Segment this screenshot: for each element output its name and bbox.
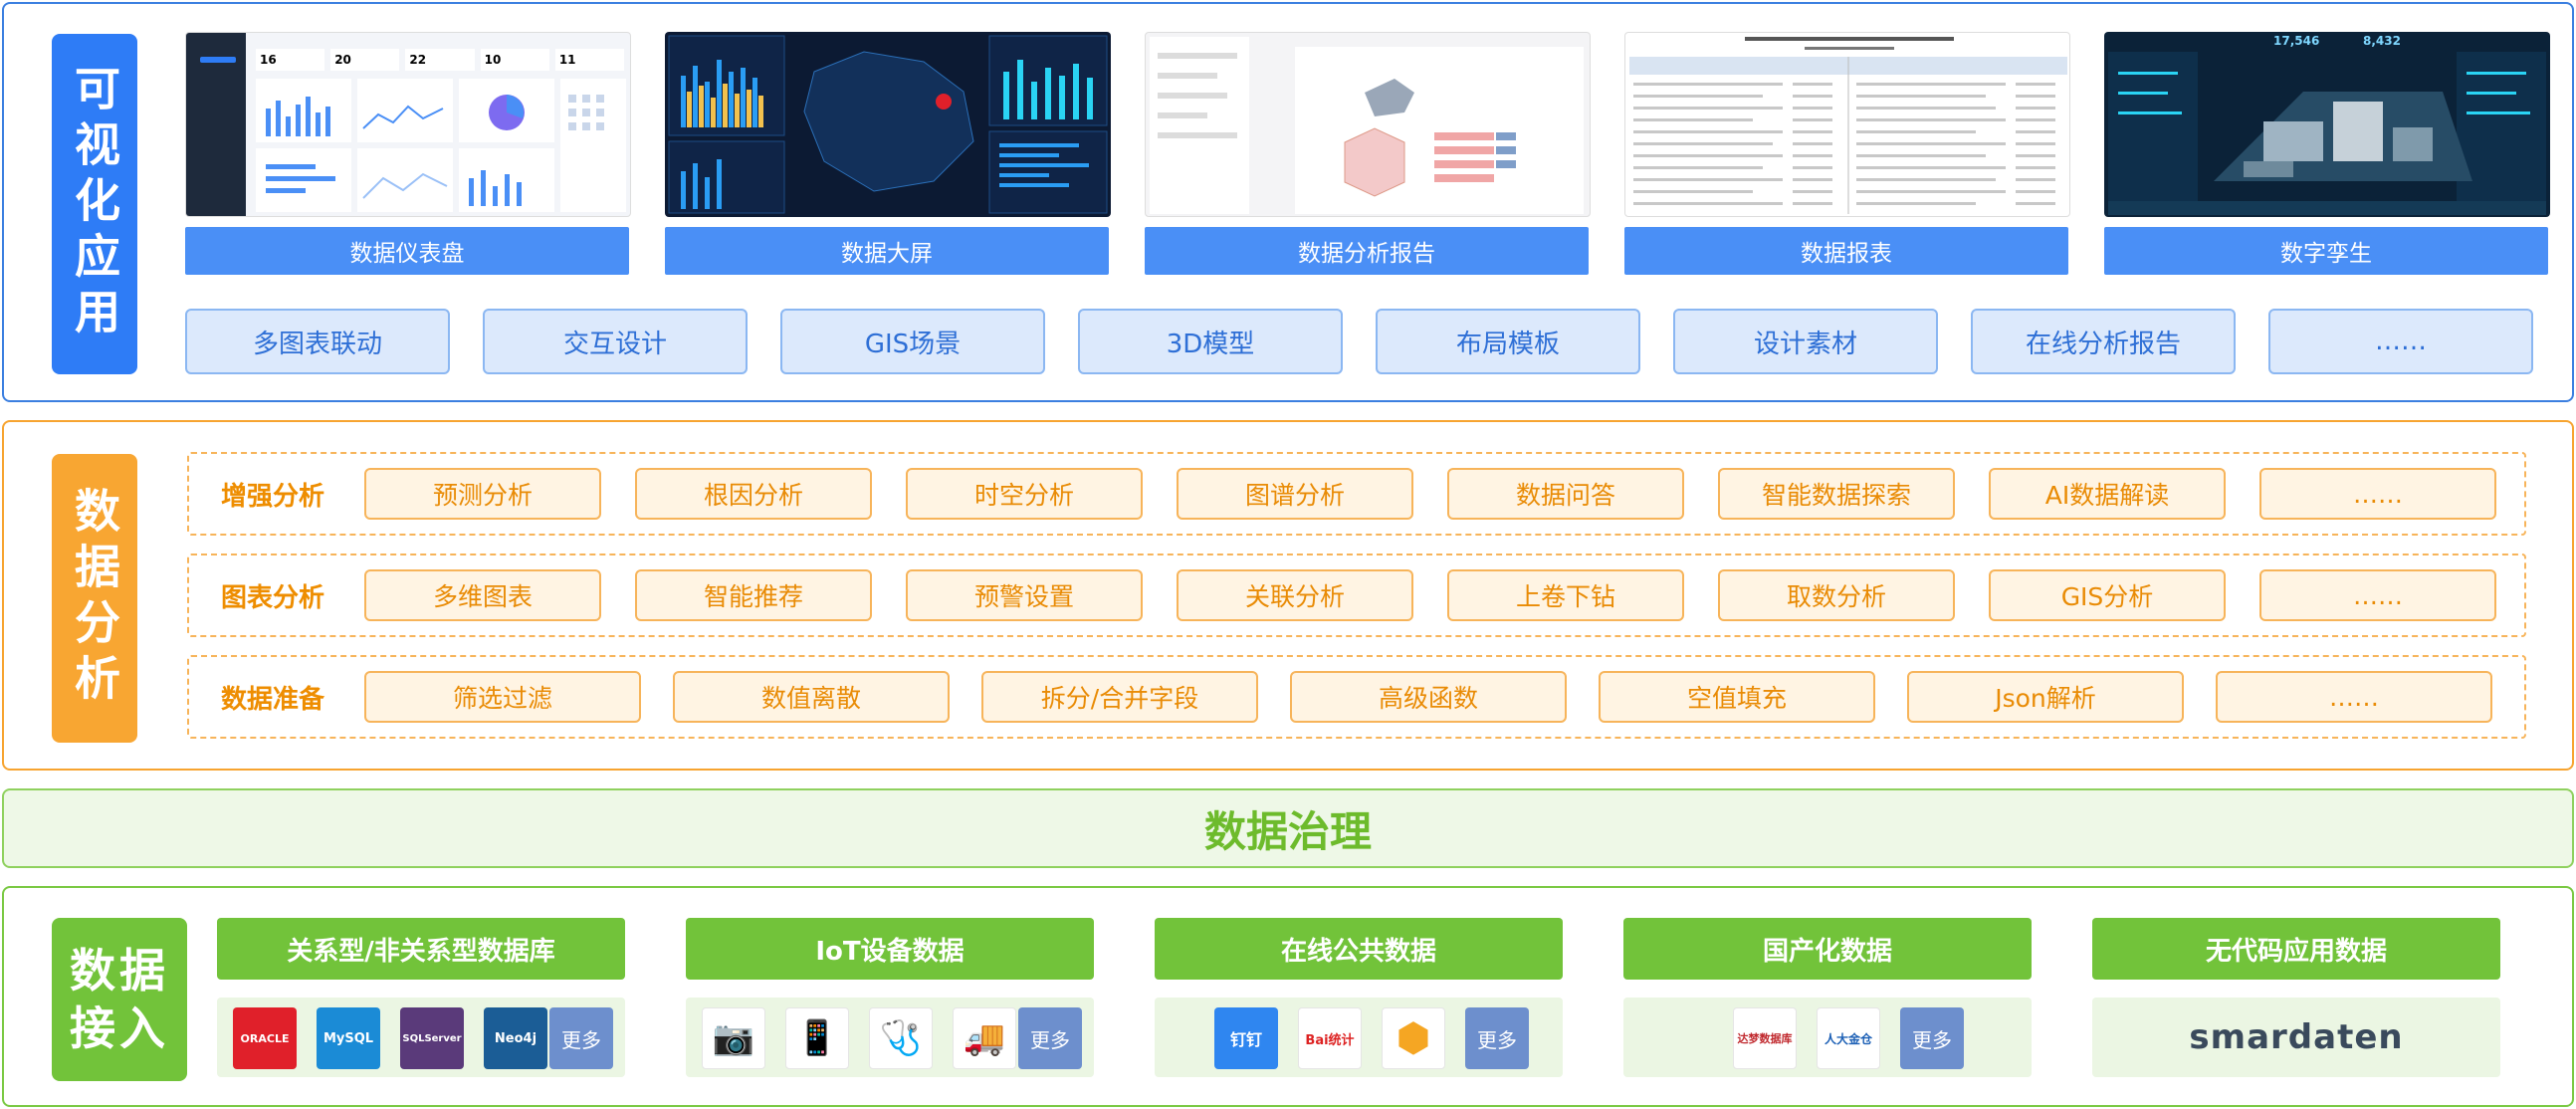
chip-filter[interactable]: 筛选过滤 [364, 671, 641, 723]
dashboard-caption[interactable]: 数据仪表盘 [185, 227, 629, 275]
feature-online-report[interactable]: 在线分析报告 [1971, 309, 2236, 374]
data-access-label: 数据接入 [52, 918, 187, 1081]
visualization-label: 可视化应用 [52, 34, 137, 374]
chip-data-fetch-analysis[interactable]: 取数分析 [1718, 569, 1955, 621]
data-access-section: 数据接入 关系型/非关系型数据库 ORACLE MySQL SQLServer … [2, 886, 2574, 1107]
chip-alert-settings[interactable]: 预警设置 [906, 569, 1143, 621]
report-table-preview [1629, 37, 2067, 214]
chip-ai-interpretation[interactable]: AI数据解读 [1989, 468, 2226, 520]
stat-card: 16 [256, 49, 325, 71]
analysis-section: 数据分析 增强分析 预测分析 根因分析 时空分析 图谱分析 数据问答 智能数据探… [2, 420, 2574, 771]
dashboard-thumbnail[interactable]: 16 20 22 10 11 [185, 32, 631, 217]
digital-twin-caption[interactable]: 数字孪生 [2104, 227, 2548, 275]
chip-root-cause-analysis[interactable]: 根因分析 [635, 468, 872, 520]
chip-graph-analysis[interactable]: 图谱分析 [1177, 468, 1413, 520]
oracle-icon[interactable]: ORACLE [233, 1007, 297, 1069]
chip-spatiotemporal-analysis[interactable]: 时空分析 [906, 468, 1143, 520]
stethoscope-icon[interactable]: 🩺 [869, 1007, 933, 1069]
more-button[interactable]: 更多 [1465, 1007, 1529, 1069]
truck-icon[interactable]: 🚚 [953, 1007, 1016, 1069]
chip-more[interactable]: …… [2216, 671, 2492, 723]
chip-json-parse[interactable]: Json解析 [1907, 671, 2184, 723]
chip-drill-down[interactable]: 上卷下钻 [1447, 569, 1684, 621]
chip-more[interactable]: …… [2259, 468, 2496, 520]
group-domestic-title: 国产化数据 [1623, 918, 2032, 980]
chip-gis-analysis[interactable]: GIS分析 [1989, 569, 2226, 621]
more-button[interactable]: 更多 [549, 1007, 613, 1069]
stat-card: 22 [405, 49, 475, 71]
group-iot-title: IoT设备数据 [686, 918, 1094, 980]
group-database-title: 关系型/非关系型数据库 [217, 918, 625, 980]
data-preparation-row: 数据准备 筛选过滤 数值离散 拆分/合并字段 高级函数 空值填充 Json解析 … [187, 655, 2526, 739]
group-domestic-icons: 达梦数据库 人大金仓 更多 [1623, 998, 2032, 1077]
big-screen-caption[interactable]: 数据大屏 [665, 227, 1109, 275]
more-button[interactable]: 更多 [1018, 1007, 1082, 1069]
chip-correlation-analysis[interactable]: 关联分析 [1177, 569, 1413, 621]
chip-discretization[interactable]: 数值离散 [673, 671, 950, 723]
chip-more[interactable]: …… [2259, 569, 2496, 621]
stat-card: 11 [554, 49, 625, 71]
group-public-title: 在线公共数据 [1155, 918, 1563, 980]
twin-stat: 17,546 [2273, 34, 2320, 48]
feature-gis-scene[interactable]: GIS场景 [780, 309, 1045, 374]
baidu-icon[interactable]: Bai统计 [1298, 1007, 1362, 1069]
row-label: 数据准备 [221, 684, 325, 715]
google-cloud-icon[interactable]: ⬢ [1382, 1007, 1445, 1069]
analysis-report-thumbnail[interactable] [1145, 32, 1591, 217]
chip-advanced-functions[interactable]: 高级函数 [1290, 671, 1567, 723]
chip-split-merge-fields[interactable]: 拆分/合并字段 [981, 671, 1258, 723]
stat-card: 10 [480, 49, 549, 71]
chip-smart-recommendation[interactable]: 智能推荐 [635, 569, 872, 621]
digital-twin-scene [2108, 52, 2546, 215]
chip-multidimensional-chart[interactable]: 多维图表 [364, 569, 601, 621]
row-label: 图表分析 [221, 582, 325, 613]
row-label: 增强分析 [221, 481, 325, 512]
feature-layout-template[interactable]: 布局模板 [1376, 309, 1640, 374]
report-table-thumbnail[interactable] [1624, 32, 2070, 217]
dingtalk-icon[interactable]: 钉钉 [1214, 1007, 1278, 1069]
chip-predictive-analysis[interactable]: 预测分析 [364, 468, 601, 520]
group-iot-icons: 📷 📱 🩺 🚚 更多 [686, 998, 1094, 1077]
chip-smart-exploration[interactable]: 智能数据探索 [1718, 468, 1955, 520]
dashboard-stats-row: 16 20 22 10 11 [256, 49, 625, 71]
dashboard-sidebar [186, 33, 246, 216]
dameng-icon[interactable]: 达梦数据库 [1733, 1007, 1797, 1069]
neo4j-icon[interactable]: Neo4j [484, 1007, 547, 1069]
phone-icon[interactable]: 📱 [785, 1007, 849, 1069]
stat-card: 20 [330, 49, 400, 71]
analysis-report-caption[interactable]: 数据分析报告 [1145, 227, 1589, 275]
more-button[interactable]: 更多 [1900, 1007, 1964, 1069]
camera-icon[interactable]: 📷 [702, 1007, 765, 1069]
feature-more[interactable]: …… [2268, 309, 2533, 374]
enhanced-analysis-row: 增强分析 预测分析 根因分析 时空分析 图谱分析 数据问答 智能数据探索 AI数… [187, 452, 2526, 536]
feature-design-assets[interactable]: 设计素材 [1673, 309, 1938, 374]
group-nocode-body: smardaten [2092, 998, 2500, 1077]
smardaten-logo: smardaten [2189, 1017, 2404, 1057]
feature-multi-chart-linkage[interactable]: 多图表联动 [185, 309, 450, 374]
twin-stat: 8,432 [2363, 34, 2401, 48]
sqlserver-icon[interactable]: SQLServer [400, 1007, 464, 1069]
group-nocode-title: 无代码应用数据 [2092, 918, 2500, 980]
report-table-caption[interactable]: 数据报表 [1624, 227, 2068, 275]
visualization-section: 可视化应用 16 20 22 10 11 数据仪表盘 [2, 2, 2574, 402]
sidebar-active-item [200, 57, 236, 63]
feature-3d-model[interactable]: 3D模型 [1078, 309, 1343, 374]
mysql-icon[interactable]: MySQL [317, 1007, 380, 1069]
group-public-icons: 钉钉 Bai统计 ⬢ 更多 [1155, 998, 1563, 1077]
feature-interaction-design[interactable]: 交互设计 [483, 309, 748, 374]
analysis-label: 数据分析 [52, 454, 137, 743]
chip-null-fill[interactable]: 空值填充 [1599, 671, 1875, 723]
kingbase-icon[interactable]: 人大金仓 [1817, 1007, 1880, 1069]
chart-analysis-row: 图表分析 多维图表 智能推荐 预警设置 关联分析 上卷下钻 取数分析 GIS分析… [187, 554, 2526, 637]
analysis-report-preview [1150, 37, 1584, 214]
governance-section: 数据治理 [2, 788, 2574, 868]
digital-twin-thumbnail[interactable]: 17,546 8,432 [2104, 32, 2550, 217]
chip-data-qa[interactable]: 数据问答 [1447, 468, 1684, 520]
group-database-icons: ORACLE MySQL SQLServer Neo4j 更多 [217, 998, 625, 1077]
big-screen-charts [668, 35, 1108, 214]
big-screen-thumbnail[interactable] [665, 32, 1111, 217]
dashboard-charts [256, 79, 626, 212]
